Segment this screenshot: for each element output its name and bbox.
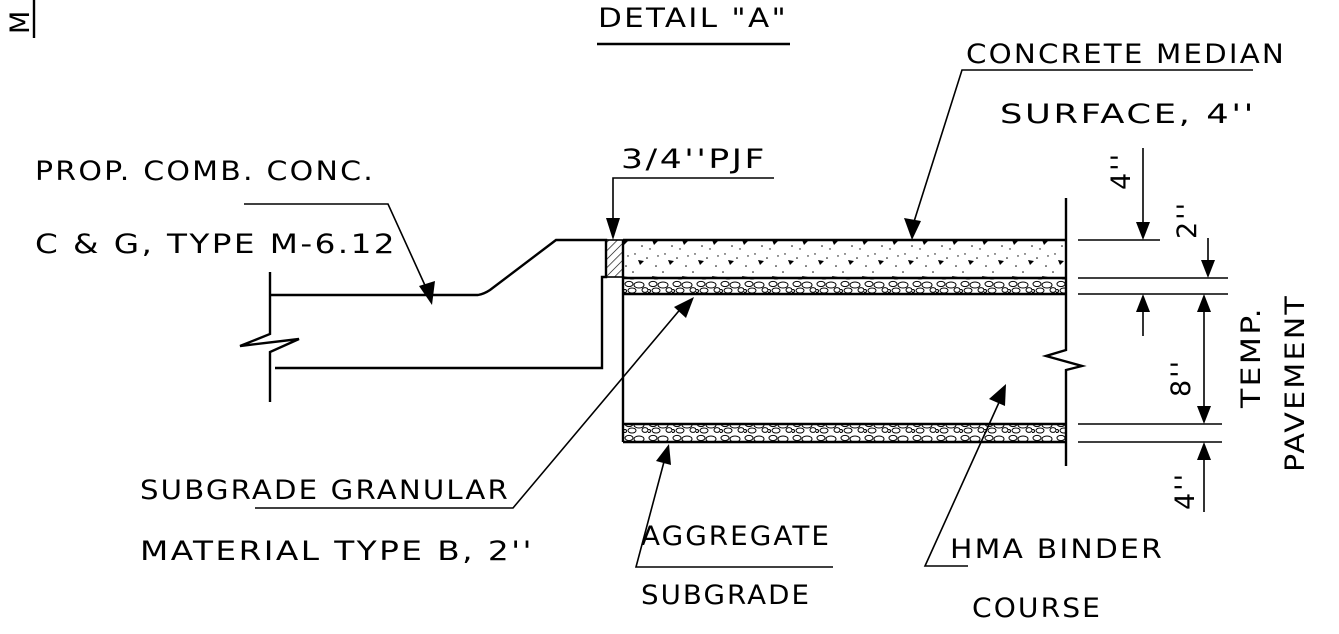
subgrade-granular-label-line2: MATERIAL TYPE B, 2'' (140, 536, 534, 567)
right-break-line (1041, 198, 1087, 466)
concrete-layer (623, 240, 1066, 278)
curb-label-line1: PROP. COMB. CONC. (35, 156, 375, 187)
aggregate-label-line2: SUBGRADE (641, 580, 811, 611)
detail-title: DETAIL "A" (598, 3, 788, 34)
edge-fragment-text: M (5, 9, 36, 34)
curb-label-line2: C & G, TYPE M-6.12 (35, 229, 397, 260)
dim-aggregate-value: 4'' (1170, 472, 1201, 510)
hma-label-line2: COURSE (972, 593, 1102, 624)
subgrade-granular-label-line1: SUBGRADE GRANULAR (140, 475, 510, 506)
pavement-label: PAVEMENT (1280, 294, 1311, 472)
aggregate-layer (623, 425, 1066, 441)
dim-hma-value: 8'' (1166, 359, 1197, 397)
dim-sand-value: 2'' (1172, 201, 1203, 239)
temp-label: TEMP. (1236, 306, 1267, 409)
aggregate-label-line1: AGGREGATE (641, 521, 831, 552)
left-break-line (239, 272, 300, 402)
concrete-median-label-line2: SURFACE, 4'' (1000, 99, 1256, 130)
concrete-median-label-line1: CONCRETE MEDIAN (966, 39, 1286, 70)
granular-layer (623, 278, 1066, 294)
curb-gutter-outline (270, 238, 608, 370)
pjf-label: 3/4''PJF (621, 144, 767, 175)
dim-concrete-value: 4'' (1106, 152, 1137, 190)
hma-label-line1: HMA BINDER (950, 534, 1164, 565)
pjf-joint (605, 239, 624, 278)
